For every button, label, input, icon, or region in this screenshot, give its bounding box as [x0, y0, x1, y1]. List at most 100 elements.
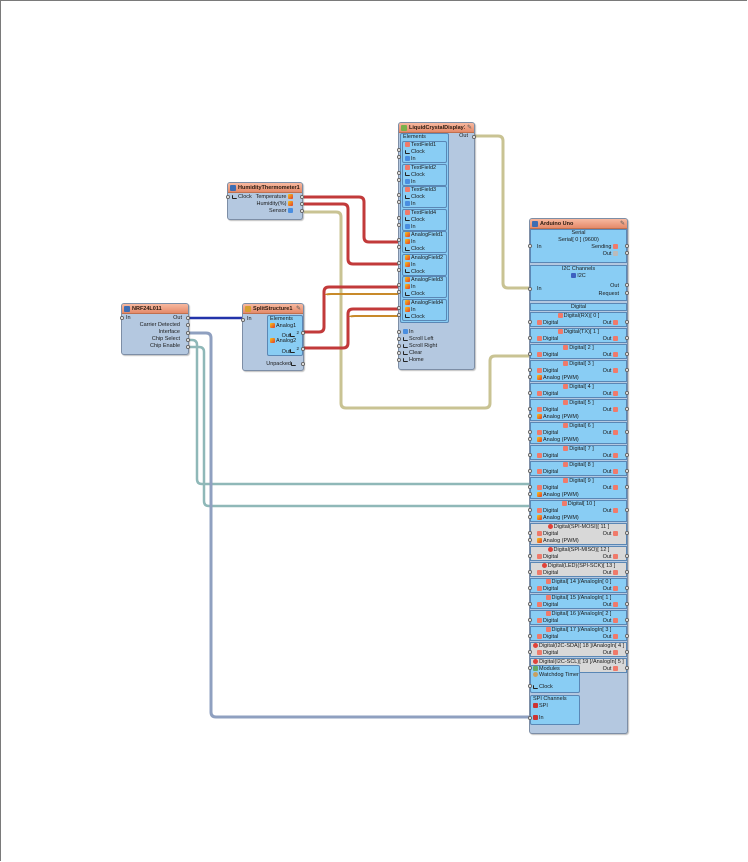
lcd-field-pin[interactable]	[397, 260, 401, 265]
digital-pin[interactable]	[528, 414, 532, 418]
wire-clock-analogfield4[interactable]	[349, 315, 398, 318]
digital-pin[interactable]	[528, 352, 532, 356]
digital-pin[interactable]	[625, 634, 629, 638]
split-structure-component[interactable]: SplitStructure1✎ In Elements Analog1 Out…	[241, 303, 305, 371]
component-header[interactable]: SplitStructure1✎	[243, 304, 303, 314]
analog1-out-pin[interactable]	[301, 331, 305, 335]
digital-pin[interactable]	[528, 469, 532, 473]
digital-pin[interactable]	[528, 320, 532, 324]
digital-pin[interactable]	[625, 618, 629, 622]
digital-pin[interactable]	[528, 666, 532, 670]
i2c-request-pin[interactable]	[625, 291, 629, 295]
edit-tool-icon[interactable]: ✎	[295, 306, 301, 312]
lcd-field-pin[interactable]	[397, 170, 401, 175]
digital-pin[interactable]	[528, 650, 532, 654]
digital-pin[interactable]	[528, 515, 532, 519]
sensor-pin[interactable]	[300, 209, 304, 213]
digital-pin[interactable]	[625, 531, 629, 535]
component-header[interactable]: NRF24L011	[122, 304, 188, 314]
serial-in-pin[interactable]	[528, 244, 532, 248]
wire-lcd-out-to-arduino-i2c[interactable]	[475, 134, 531, 290]
lcd-component[interactable]: LiquidCrystalDisplay1✎ Out Elements Text…	[397, 122, 476, 370]
lcd-field-pin[interactable]	[397, 222, 401, 227]
wire-interface-to-spi-in[interactable]	[189, 331, 531, 719]
lcd-field-pin[interactable]	[397, 238, 401, 242]
i2c-in-pin[interactable]	[528, 287, 532, 291]
lcd-field-pin[interactable]	[397, 290, 401, 294]
component-header[interactable]: HumidityThermometer1	[228, 183, 302, 193]
digital-pin[interactable]	[625, 368, 629, 372]
digital-pin[interactable]	[625, 602, 629, 606]
lcd-field-pin[interactable]	[397, 245, 401, 249]
interface-pin[interactable]	[186, 331, 190, 335]
digital-pin[interactable]	[528, 407, 532, 411]
wire-sensor-to-arduino-digital2[interactable]	[304, 210, 531, 410]
in-pin[interactable]	[241, 318, 245, 322]
digital-pin[interactable]	[625, 352, 629, 356]
digital-pin[interactable]	[625, 666, 629, 670]
in-pin[interactable]	[120, 316, 124, 320]
wire-chipselect-to-digital9[interactable]	[189, 338, 531, 486]
temperature-pin[interactable]	[300, 195, 304, 199]
component-header[interactable]: LiquidCrystalDisplay1✎	[399, 123, 474, 133]
wire-analog1-to-analogfield3[interactable]	[304, 285, 398, 334]
digital-pin[interactable]	[625, 650, 629, 654]
lcd-field-pin[interactable]	[397, 283, 401, 287]
analog2-out-pin[interactable]	[301, 347, 305, 351]
lcd-bottom-pin[interactable]	[397, 344, 401, 348]
lcd-field-pin[interactable]	[397, 148, 401, 152]
watchdog-clock-pin[interactable]	[528, 684, 532, 688]
digital-pin[interactable]	[528, 538, 532, 542]
digital-pin[interactable]	[528, 554, 532, 558]
digital-pin[interactable]	[625, 453, 629, 457]
lcd-field-pin[interactable]	[397, 193, 401, 197]
lcd-field-pin[interactable]	[397, 312, 401, 317]
lcd-field-pin[interactable]	[397, 215, 401, 220]
spi-in-pin[interactable]	[528, 716, 532, 720]
lcd-bottom-pin[interactable]	[397, 330, 401, 334]
component-header[interactable]: Arduino Uno✎	[530, 219, 627, 229]
digital-pin[interactable]	[528, 485, 532, 489]
digital-pin[interactable]	[625, 554, 629, 558]
humidity-pin[interactable]	[300, 202, 304, 206]
digital-pin[interactable]	[528, 586, 532, 590]
lcd-bottom-pin[interactable]	[397, 337, 401, 341]
arduino-uno-component[interactable]: Arduino Uno✎ Serial Serial[ 0 ] (9600) I…	[528, 218, 629, 734]
digital-pin[interactable]	[528, 531, 532, 535]
digital-pin[interactable]	[625, 407, 629, 411]
wire-clock-analogfield3[interactable]	[325, 293, 398, 296]
chip-enable-pin[interactable]	[186, 345, 190, 349]
digital-pin[interactable]	[528, 430, 532, 434]
out-pin[interactable]	[186, 316, 190, 320]
digital-pin[interactable]	[625, 336, 629, 340]
serial-out-pin[interactable]	[625, 251, 629, 255]
lcd-bottom-pin[interactable]	[397, 351, 401, 355]
digital-pin[interactable]	[625, 586, 629, 590]
digital-pin[interactable]	[528, 453, 532, 457]
humidity-thermometer-component[interactable]: HumidityThermometer1 Clock Temperature H…	[226, 182, 304, 220]
lcd-field-pin[interactable]	[397, 267, 401, 272]
digital-pin[interactable]	[625, 391, 629, 395]
lcd-field-pin[interactable]	[397, 200, 401, 204]
digital-pin[interactable]	[625, 570, 629, 574]
digital-pin[interactable]	[528, 336, 532, 340]
lcd-field-pin[interactable]	[397, 177, 401, 182]
digital-pin[interactable]	[625, 485, 629, 489]
i2c-out-pin[interactable]	[625, 283, 629, 287]
digital-pin[interactable]	[528, 368, 532, 372]
lcd-field-pin[interactable]	[397, 305, 401, 310]
digital-pin[interactable]	[528, 391, 532, 395]
unpacked-pin[interactable]	[301, 362, 305, 366]
clock-pin[interactable]	[226, 195, 230, 199]
wire-chipenable-to-digital10[interactable]	[189, 345, 531, 508]
wire-temperature-to-analogfield1[interactable]	[304, 195, 398, 244]
wire-analog2-to-analogfield4[interactable]	[304, 307, 398, 350]
serial-sending-pin[interactable]	[625, 244, 629, 248]
digital-pin[interactable]	[625, 430, 629, 434]
wire-humidity-to-analogfield2[interactable]	[304, 202, 398, 266]
digital-pin[interactable]	[625, 469, 629, 473]
digital-pin[interactable]	[528, 375, 532, 379]
chip-select-pin[interactable]	[186, 338, 190, 342]
lcd-bottom-pin[interactable]	[397, 358, 401, 362]
carrier-detected-pin[interactable]	[186, 323, 190, 327]
